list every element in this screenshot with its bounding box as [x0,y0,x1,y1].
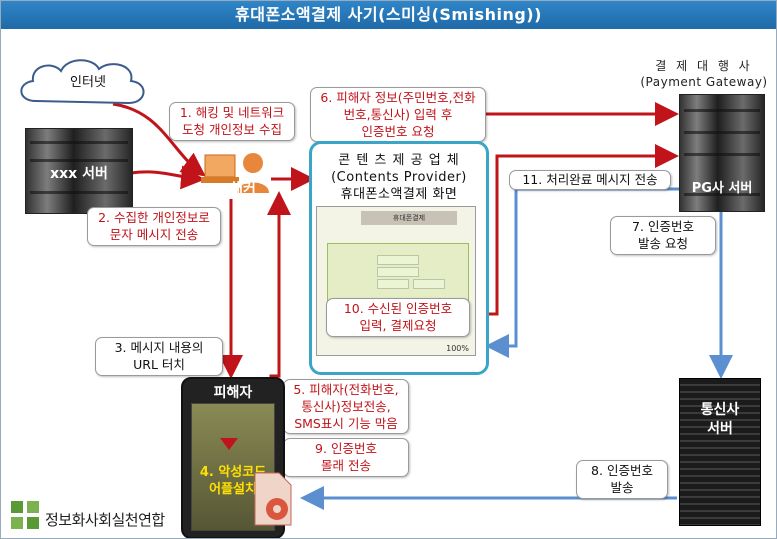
step-9-line2: 몰래 전송 [321,458,371,473]
logo-text: 정보화사회실천연합 [45,511,165,529]
step-10-line1: 10. 수신된 인증번호 [343,301,453,316]
payment-form-header: 휴대폰결제 [361,211,457,225]
logo-icon [11,501,43,531]
telecom-label-line2: 서버 [707,421,733,437]
step-6-line1: 6. 피해자 정보(주민번호,전화 [320,90,476,105]
cp-title-line2: (Contents Provider) [331,170,467,185]
diagram-title: 휴대폰소액결제 사기(스미싱(Smishing)) [1,1,776,29]
pg-server-label: PG사 서버 [691,181,753,196]
step-8-line1: 8. 인증번호 [591,463,653,478]
hacker-icon [201,153,269,193]
cp-title-line3: 휴대폰소액결제 화면 [340,187,458,202]
zoom-level: 100% [446,344,469,353]
step-5-line3: SMS표시 기능 막음 [294,416,398,431]
telecom-label-line1: 통신사 [700,402,740,418]
step-1-line1: 1. 해킹 및 네트워크 [179,105,285,120]
step-8-box: 8. 인증번호 발송 [576,460,668,499]
step-7-line2: 발송 요청 [638,236,688,251]
step-8-line2: 발송 [610,480,634,495]
hacker-label: 해커 [230,181,256,197]
step-9-line1: 9. 인증번호 [315,441,377,456]
step-1-box: 1. 해킹 및 네트워크 도청 개인정보 수집 [169,102,295,141]
victim-label: 피해자 [213,385,253,401]
malware-label-line1: 4. 악성코드 [199,465,267,480]
malware-file-icon [254,472,292,526]
arrow-pg-to-cp [485,187,679,358]
step-11-box: 11. 처리완료 메시지 전송 [509,170,671,190]
pg-caption-line1: 결 제 대 행 사 [655,59,753,73]
step-2-line2: 문자 메시지 전송 [109,227,199,242]
telecom-server-icon: 통신사 서버 [679,378,761,526]
xxx-server-icon: xxx 서버 [25,128,133,214]
step-3-line2: URL 터치 [133,357,185,372]
step-6-line2: 번호,통신사) 입력 후 [343,107,453,122]
contents-provider-panel: 콘 텐 츠 제 공 업 체 (Contents Provider) 휴대폰소액결… [309,141,489,375]
step-10-line2: 입력, 결제요청 [359,318,437,333]
step-5-line2: 통신사)정보전송, [301,399,391,414]
step-5-line1: 5. 피해자(전화번호, [293,382,399,397]
pg-server-icon: PG사 서버 [679,94,765,212]
malware-label-line2: 어플설치 [209,482,257,497]
arrow-internet-to-hacker [112,102,206,177]
step-3-box: 3. 메시지 내용의 URL 터치 [95,337,223,376]
step-7-box: 7. 인증번호 발송 요청 [610,216,716,255]
step-2-box: 2. 수집한 개인정보로 문자 메시지 전송 [87,207,221,246]
cp-title-line1: 콘 텐 츠 제 공 업 체 [338,153,460,168]
step-9-box: 9. 인증번호 몰래 전송 [283,438,409,477]
download-arrow-icon [220,438,238,450]
step-10-box: 10. 수신된 인증번호 입력, 결제요청 [326,298,470,337]
step-1-line2: 도청 개인정보 수집 [182,122,282,137]
step-6-box: 6. 피해자 정보(주민번호,전화 번호,통신사) 입력 후 인증번호 요청 [310,87,486,142]
pg-caption-line2: (Payment Gateway) [640,75,768,89]
arrow-server-to-hacker [130,165,205,190]
step-6-line3: 인증번호 요청 [361,124,435,139]
step-5-box: 5. 피해자(전화번호, 통신사)정보전송, SMS표시 기능 막음 [283,379,409,434]
internet-cloud-icon [20,59,145,105]
step-2-line1: 2. 수집한 개인정보로 [98,210,210,225]
step-3-line1: 3. 메시지 내용의 [114,340,204,355]
xxx-server-label: xxx 서버 [50,166,108,182]
step-7-line1: 7. 인증번호 [632,219,694,234]
internet-label: 인터넷 [70,75,106,90]
